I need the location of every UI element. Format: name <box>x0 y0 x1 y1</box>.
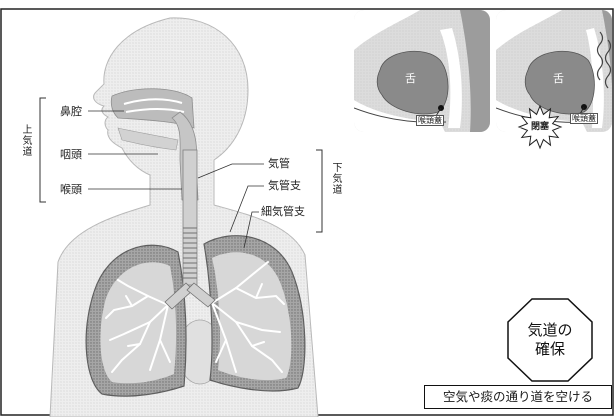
trachea-label: 気管 <box>268 158 290 169</box>
pharynx-label: 咽頭 <box>60 149 82 160</box>
caption-box: 空気や痰の通り道を空ける <box>424 385 612 409</box>
inset-structure-label: 喉頭蓋 <box>416 115 444 126</box>
lower-airway-bracket <box>316 150 322 232</box>
obstruction-label: 閉塞 <box>531 123 549 132</box>
bronchi-label: 気管支 <box>268 180 301 191</box>
lower-airway-label: 下気道 <box>330 162 340 195</box>
upper-airway-label: 上気道 <box>20 124 30 157</box>
nasal-cavity-label: 鼻腔 <box>60 106 82 117</box>
upper-airway-bracket <box>40 98 46 202</box>
callout-line-2: 確保 <box>535 340 565 360</box>
trachea-shape <box>183 150 197 285</box>
airway-securing-callout: 気道の 確保 <box>508 299 592 381</box>
callout-line-1: 気道の <box>527 321 572 341</box>
tongue-label: 舌 <box>553 73 564 84</box>
larynx-label: 喉頭 <box>60 184 82 195</box>
inset-structure-label: 喉頭蓋 <box>570 113 598 124</box>
tongue-label: 舌 <box>405 73 416 84</box>
bronchioles-label: 細気管支 <box>261 206 305 217</box>
